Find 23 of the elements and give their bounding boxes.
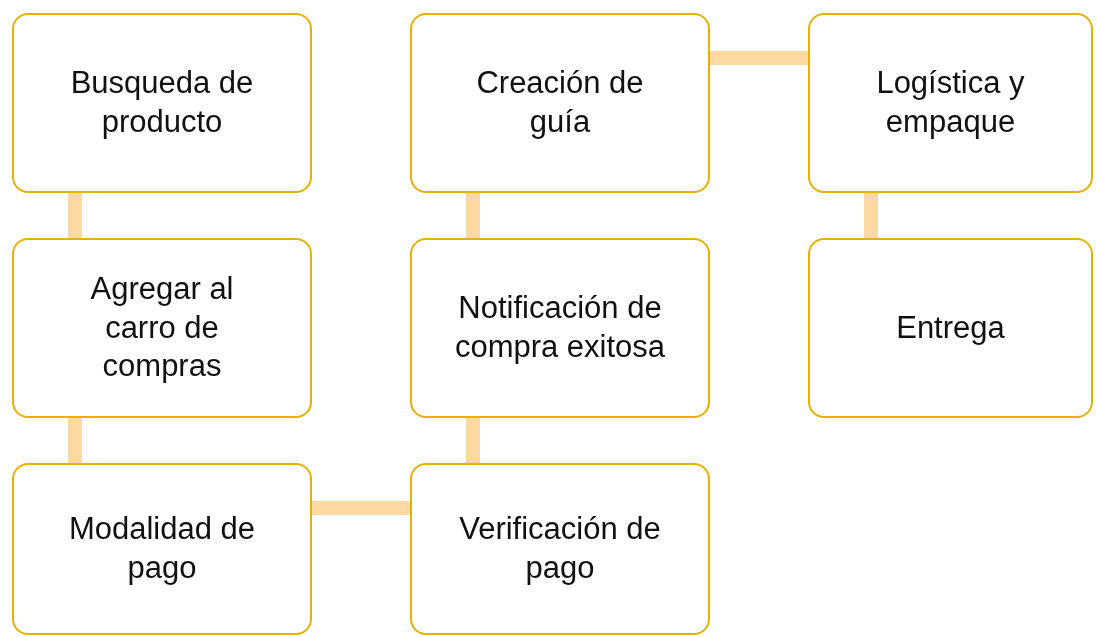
process-box xyxy=(12,463,312,635)
process-box xyxy=(410,238,710,418)
step-label: Entrega xyxy=(896,308,1005,347)
process-box xyxy=(12,238,312,418)
step-label: Agregar al carro de compras xyxy=(89,269,235,386)
process-box xyxy=(12,13,312,193)
step-label: Busqueda de producto xyxy=(69,64,255,141)
process-box xyxy=(808,238,1093,418)
connector-line xyxy=(68,193,82,238)
process-box xyxy=(808,13,1093,193)
step-label: Logística y empaque xyxy=(875,64,1026,141)
connector-line xyxy=(466,418,480,463)
process-box xyxy=(410,463,710,635)
connector-line xyxy=(466,193,480,238)
connector-line xyxy=(710,51,808,65)
step-label: Notificación de compra exitosa xyxy=(454,289,666,366)
step-label: Modalidad de pago xyxy=(67,510,257,587)
connector-line xyxy=(68,418,82,463)
connector-line xyxy=(864,193,878,238)
step-label: Verificación de pago xyxy=(458,510,662,587)
process-box xyxy=(410,13,710,193)
step-label: Creación de guía xyxy=(475,64,645,141)
connector-line xyxy=(312,501,410,515)
